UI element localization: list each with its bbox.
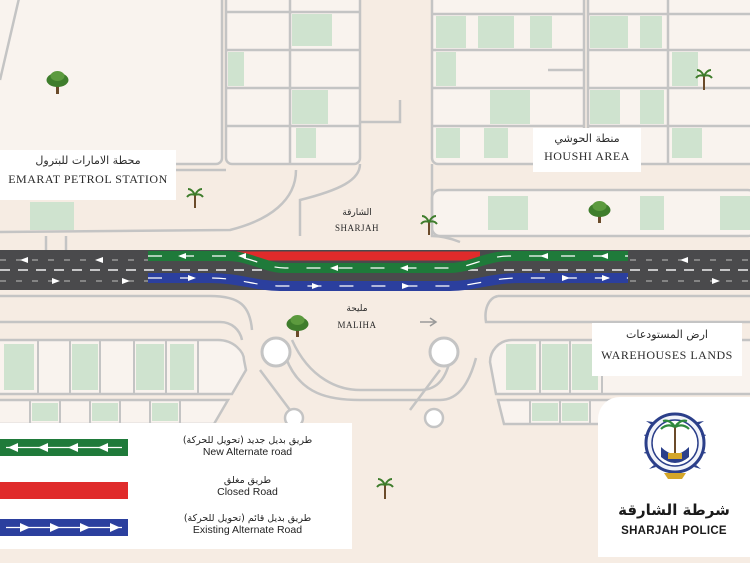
label-en: SHARJAH: [334, 222, 379, 233]
legend-swatch-closed: [0, 482, 128, 499]
label-ar: منطة الحوشي: [554, 132, 620, 145]
label-ar: مليحة: [346, 304, 368, 314]
legend-swatch-existing-alternate: [0, 519, 128, 536]
label-en: EMARAT PETROL STATION: [8, 171, 168, 186]
label-en: WAREHOUSES LANDS: [601, 347, 733, 362]
label-houshi-area: منطة الحوشي HOUSHI AREA: [533, 128, 641, 172]
map-legend: طريق بديل جديد (تحويل للحركة) New Altern…: [0, 423, 352, 549]
police-emblem-icon: [644, 412, 706, 479]
legend-label-en: Closed Road: [217, 486, 278, 499]
direction-arrow-icon: [420, 317, 438, 327]
legend-row-closed: طريق مغلق Closed Road: [0, 471, 352, 509]
legend-row-new-alternate: طريق بديل جديد (تحويل للحركة) New Altern…: [0, 429, 352, 467]
palm-icon: [695, 69, 713, 90]
label-en: HOUSHI AREA: [544, 148, 630, 163]
palm-icon: [376, 478, 394, 499]
label-ar: الشارقة: [342, 208, 372, 218]
label-ar: ارض المستودعات: [626, 328, 708, 341]
legend-label-ar: طريق بديل جديد (تحويل للحركة): [182, 435, 313, 446]
tree-icon: [286, 315, 309, 337]
tree-icon: [46, 71, 69, 94]
legend-label-ar: طريق بديل قائم (تحويل للحركة): [183, 513, 312, 524]
roundabout-icon: [260, 336, 460, 368]
palm-icon: [420, 215, 438, 235]
sharjah-police-logo: شرطة الشارقة SHARJAH POLICE: [598, 397, 750, 557]
police-name-en: SHARJAH POLICE: [621, 525, 727, 537]
label-en: MALIHA: [337, 319, 377, 330]
direction-arrow-icon: [20, 253, 720, 289]
label-emarat-petrol-station: محطة الامارات للبترول EMARAT PETROL STAT…: [0, 150, 176, 200]
palm-icon: [186, 188, 204, 208]
legend-label-en: New Alternate road: [202, 446, 293, 459]
legend-row-existing-alternate: طريق بديل قائم (تحويل للحركة) Existing A…: [0, 509, 352, 547]
police-name-ar: شرطة الشارقة: [618, 501, 730, 519]
legend-label-en: Existing Alternate Road: [192, 524, 303, 537]
legend-swatch-new-alternate: [0, 439, 128, 456]
label-warehouses-lands: ارض المستودعات WAREHOUSES LANDS: [592, 323, 742, 376]
label-ar: محطة الامارات للبترول: [35, 154, 141, 167]
tree-icon: [588, 201, 611, 223]
label-sharjah: الشارقة SHARJAH: [322, 208, 392, 234]
legend-label-ar: طريق مغلق: [223, 475, 272, 486]
label-maliha: مليحة MALIHA: [322, 304, 392, 331]
